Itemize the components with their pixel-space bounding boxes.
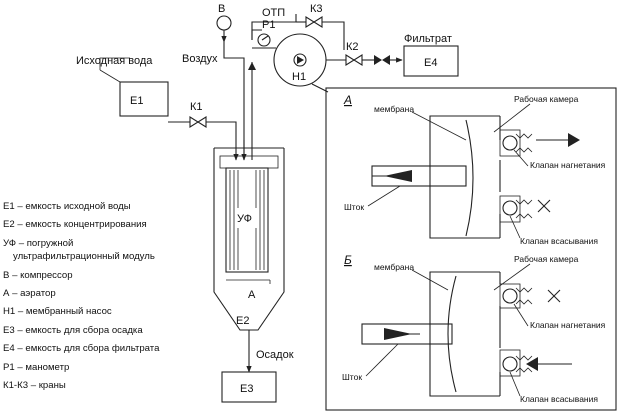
legend: Е1 – емкость исходной воды Е2 – емкость … <box>3 198 203 395</box>
legend-item: Е1 – емкость исходной воды <box>3 201 131 212</box>
valve-k2-label: К2 <box>346 41 359 53</box>
view-a-membrane-label: мембрана <box>374 104 414 114</box>
tank-e3: Е3 <box>221 371 277 403</box>
permeate-line: Р1 ОТП К3 <box>248 3 345 160</box>
view-a-discharge-label: Клапан нагнетания <box>530 160 606 170</box>
tank-e4-label: Е4 <box>424 57 437 69</box>
compressor-symbol: В <box>216 3 232 43</box>
view-b-discharge-label: Клапан нагнетания <box>530 320 606 330</box>
legend-item: Е3 – емкость для сбора осадка <box>3 324 143 336</box>
otp-label: ОТП <box>262 7 285 19</box>
view-a-label: А <box>343 93 352 107</box>
view-b-rod-label: Шток <box>342 372 362 382</box>
air-label: Воздух <box>182 53 218 65</box>
feed-line: К1 <box>168 101 239 161</box>
view-a-rod-label: Шток <box>344 202 364 212</box>
filtrate-label: Фильтрат <box>404 33 452 45</box>
tank-e1: Е1 Исходная вода <box>76 55 169 117</box>
filtrate-line: К2 <box>326 41 403 66</box>
source-water-label: Исходная вода <box>76 55 153 67</box>
gauge-p1-label: Р1 <box>262 19 275 31</box>
legend-item: Е2 – емкость концентрирования <box>3 219 147 231</box>
view-b-chamber-label: Рабочая камера <box>514 254 579 264</box>
view-b-label: Б <box>344 253 352 267</box>
legend-item: Н1 – мембранный насос <box>3 306 112 318</box>
view-b: Б мембрана <box>342 253 606 404</box>
legend-item: В – компрессор <box>3 269 73 281</box>
tank-e2: УФ А Е2 Осадок <box>213 147 294 373</box>
view-a-chamber-label: Рабочая камера <box>514 94 579 104</box>
view-a-suction-label: Клапан всасывания <box>520 236 598 246</box>
pump-h1: Н1 <box>273 33 327 87</box>
view-b-suction-label: Клапан всасывания <box>520 394 598 404</box>
sediment-label: Осадок <box>256 349 294 361</box>
tank-e2-label: Е2 <box>236 315 249 327</box>
legend-item: УФ – погружной <box>3 237 74 249</box>
tank-e3-label: Е3 <box>240 383 253 395</box>
legend-item: К1-К3 – краны <box>3 380 66 392</box>
tank-e4: Е4 Фильтрат <box>403 33 459 77</box>
view-b-membrane-label: мембрана <box>374 262 414 272</box>
air-line: Воздух <box>182 42 247 161</box>
view-a: А мембрана <box>343 93 606 246</box>
pump-h1-label: Н1 <box>292 71 306 83</box>
pump-detail-inset: А мембрана <box>325 87 617 411</box>
legend-item: Е4 – емкость для сбора фильтрата <box>3 343 160 355</box>
legend-item: Р1 – манометр <box>3 361 70 373</box>
legend-item: ультрафильтрационный модуль <box>13 251 155 263</box>
valve-k3-label: К3 <box>310 3 323 15</box>
legend-item: А – аэратор <box>3 288 56 300</box>
valve-k1-label: К1 <box>190 101 203 113</box>
aerator-label: А <box>248 289 256 301</box>
tank-e1-label: Е1 <box>130 95 143 107</box>
compressor-label: В <box>218 3 225 15</box>
uf-module-label: УФ <box>237 213 252 225</box>
